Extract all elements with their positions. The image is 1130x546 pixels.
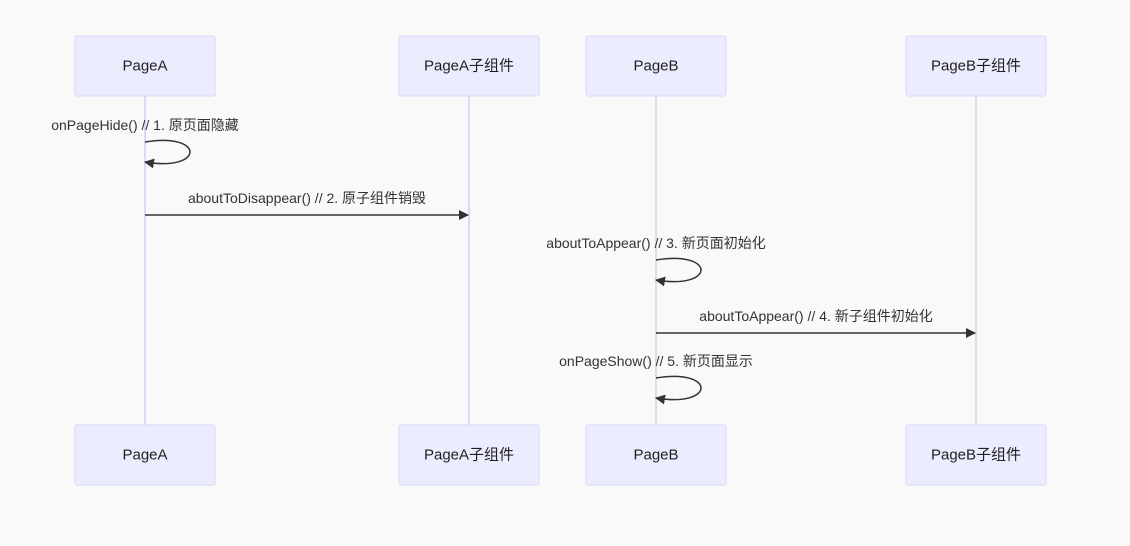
participant-box [905, 35, 1047, 97]
message-1: onPageHide() // 1. 原页面隐藏 [51, 117, 239, 169]
participant-label: PageB子组件 [931, 447, 1021, 464]
participant-box [74, 35, 216, 97]
participant-bottom-pageA: PageA [74, 424, 216, 486]
message-2: aboutToDisappear() // 2. 原子组件销毁 [145, 190, 469, 220]
participant-box [585, 35, 727, 97]
participant-label: PageA [122, 447, 167, 464]
message-label: aboutToAppear() // 3. 新页面初始化 [546, 235, 765, 251]
self-message-arrow [655, 257, 702, 287]
message-label: aboutToAppear() // 4. 新子组件初始化 [699, 308, 932, 324]
participant-label: PageB [633, 58, 678, 75]
message-label: onPageHide() // 1. 原页面隐藏 [51, 117, 239, 133]
participant-box [905, 424, 1047, 486]
participant-label: PageB子组件 [931, 58, 1021, 75]
message-label: onPageShow() // 5. 新页面显示 [559, 353, 753, 369]
message-4: aboutToAppear() // 4. 新子组件初始化 [656, 308, 976, 338]
message-5: onPageShow() // 5. 新页面显示 [559, 353, 753, 405]
participant-box [398, 35, 540, 97]
participant-label: PageA子组件 [424, 447, 514, 464]
participant-label: PageA子组件 [424, 58, 514, 75]
participant-top-pageA: PageA [74, 35, 216, 97]
participant-label: PageB [633, 447, 678, 464]
message-3: aboutToAppear() // 3. 新页面初始化 [546, 235, 766, 287]
participant-bottom-pageAChild: PageA子组件 [398, 424, 540, 486]
participant-top-pageAChild: PageA子组件 [398, 35, 540, 97]
message-label: aboutToDisappear() // 2. 原子组件销毁 [188, 190, 426, 206]
participant-top-pageB: PageB [585, 35, 727, 97]
participant-box [74, 424, 216, 486]
participant-box [585, 424, 727, 486]
participant-box [398, 424, 540, 486]
self-message-arrow [655, 375, 702, 405]
participant-bottom-pageBChild: PageB子组件 [905, 424, 1047, 486]
participant-label: PageA [122, 58, 167, 75]
participant-top-pageBChild: PageB子组件 [905, 35, 1047, 97]
self-message-arrow [144, 139, 191, 169]
participant-bottom-pageB: PageB [585, 424, 727, 486]
